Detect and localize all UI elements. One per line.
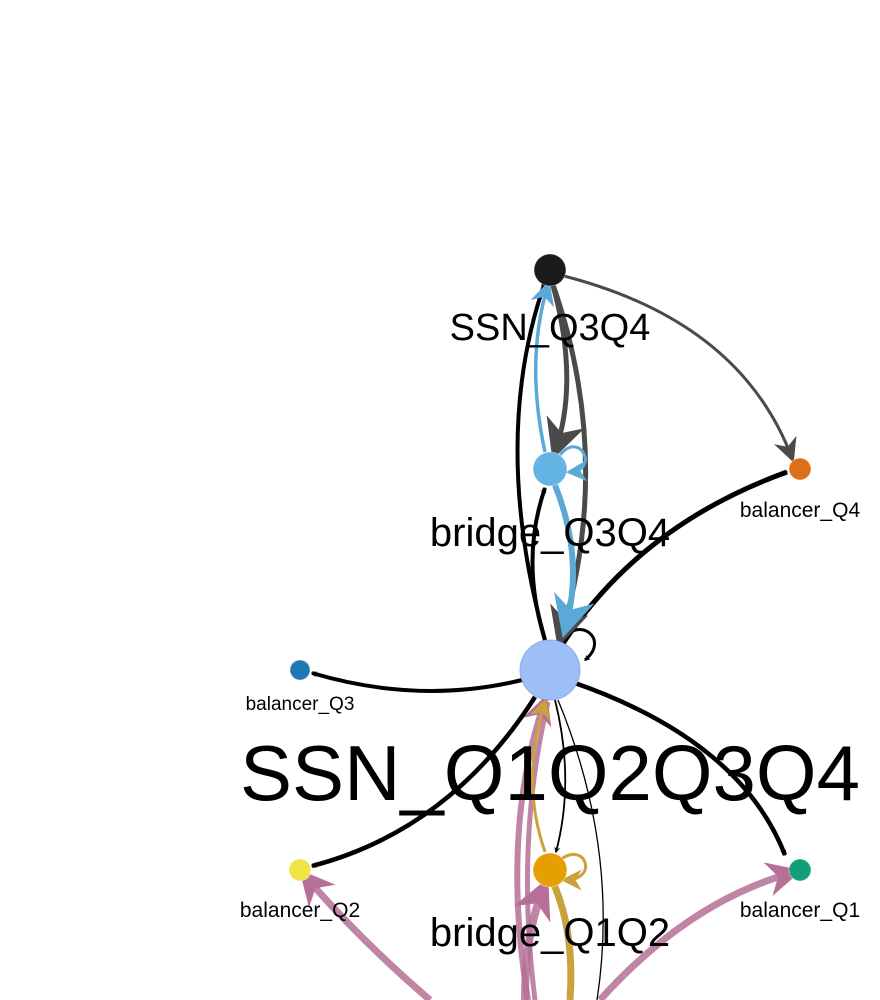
- node-balancer-q2[interactable]: [288, 858, 312, 882]
- edge-ssn-q1q2q3q4-to-bridge-q1q2: [554, 699, 567, 854]
- node-ssn-q3q4[interactable]: [533, 253, 567, 287]
- edge-bridge-q3q4-to-ssn-q3q4: [530, 280, 554, 453]
- edge-bridge-q3q4-self-loop: [558, 445, 588, 482]
- edge-offscreen-to-ssn-q1q2q3q4-a: [514, 694, 552, 1000]
- node-balancer-q4[interactable]: [788, 457, 812, 481]
- label-balancer-q2: balancer_Q2: [240, 899, 360, 922]
- edge-bridge-q1q2-self-loop: [559, 852, 587, 891]
- label-balancer-q1: balancer_Q1: [740, 899, 860, 922]
- node-balancer-q1[interactable]: [788, 858, 812, 882]
- edge-offscreen-to-balancer-q2: [299, 869, 433, 1000]
- label-ssn-q1q2q3q4: SSN_Q1Q2Q3Q4: [240, 729, 860, 817]
- node-bridge-q1q2[interactable]: [532, 852, 568, 888]
- edge-ssn-q3q4-to-balancer-q4: [559, 273, 797, 463]
- edge-bridge-q3q4-to-ssn-q1q2q3q4: [552, 483, 595, 639]
- node-ssn-q1q2q3q4[interactable]: [519, 639, 581, 701]
- label-bridge-q3q4: bridge_Q3Q4: [430, 511, 670, 555]
- label-ssn-q3q4: SSN_Q3Q4: [450, 307, 651, 349]
- edge-ssn-q1q2q3q4-to-bridge-q3q4: [530, 486, 547, 641]
- node-bridge-q3q4[interactable]: [532, 451, 568, 487]
- edge-ssn-q1q2q3q4-to-balancer-q4: [559, 469, 789, 647]
- label-balancer-q3: balancer_Q3: [246, 694, 355, 715]
- label-balancer-q4: balancer_Q4: [740, 499, 861, 522]
- node-balancer-q3[interactable]: [289, 659, 311, 681]
- edge-offscreen-to-balancer-q1: [597, 862, 802, 1000]
- edge-offscreen-to-ssn-q1q2q3q4-b: [524, 701, 551, 1000]
- edge-bridge-q1q2-to-ssn-q1q2q3q4: [529, 698, 550, 853]
- edge-ssn-q1q2q3q4-to-offscreen: [557, 699, 604, 1000]
- edge-ssn-q3q4-to-bridge-q3q4: [546, 281, 585, 460]
- label-bridge-q1q2: bridge_Q1Q2: [430, 911, 670, 955]
- edge-ssn-q1q2q3q4-to-balancer-q3: [310, 671, 523, 693]
- edge-ssn-q1q2q3q4-to-balancer-q1: [571, 679, 788, 857]
- edge-bridge-q1q2-to-offscreen: [548, 878, 575, 1000]
- edge-ssn-q1q2q3q4-to-balancer-q2: [310, 695, 537, 869]
